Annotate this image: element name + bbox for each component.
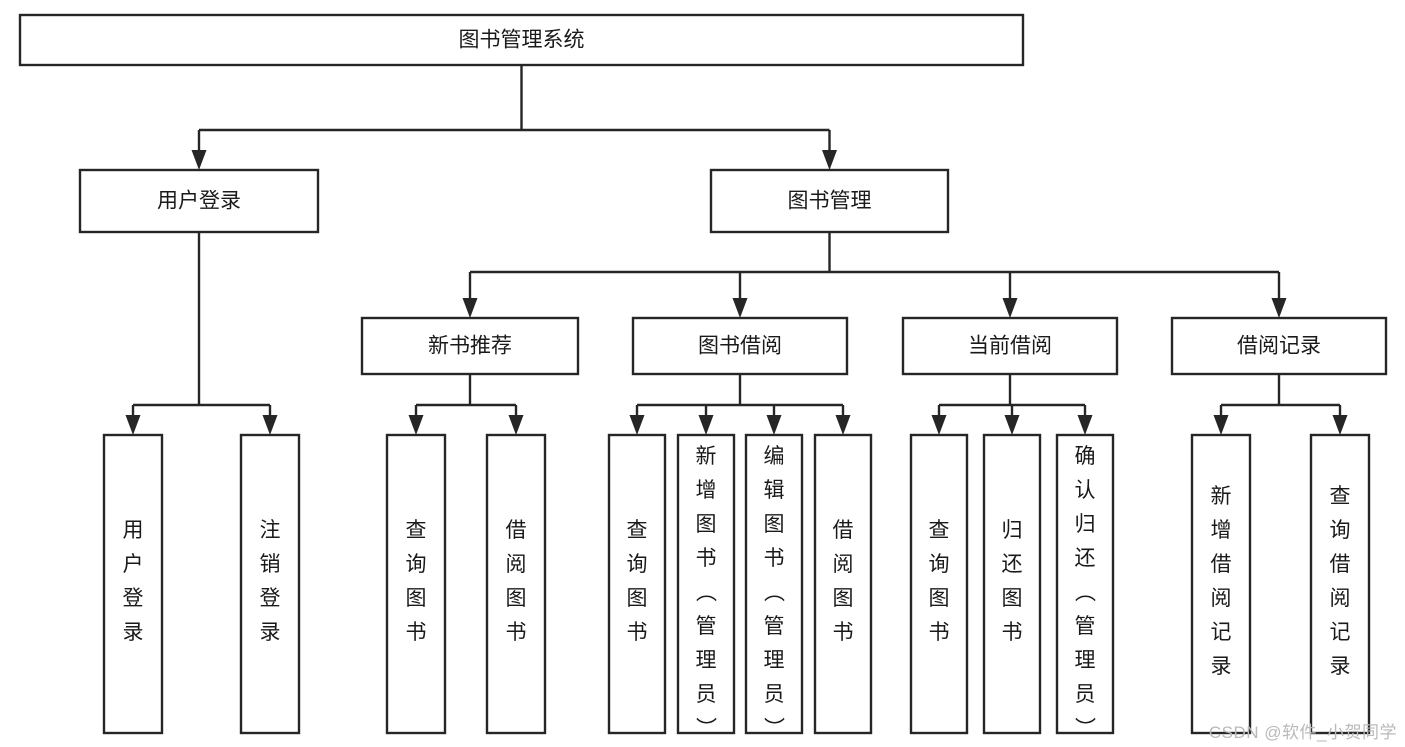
node-box[interactable] bbox=[909, 433, 969, 735]
arrow-head-icon bbox=[766, 415, 782, 435]
node-box[interactable] bbox=[360, 316, 580, 376]
node-user-login[interactable]: 用户登录 bbox=[78, 168, 320, 234]
node-label: 查询图书 bbox=[929, 519, 950, 644]
node-leaf-add-borrow-record[interactable]: 新增借阅记录 bbox=[1190, 433, 1252, 735]
node-leaf-query-book-recommend[interactable]: 查询图书 bbox=[385, 433, 447, 735]
arrow-head-icon bbox=[262, 415, 278, 435]
arrow-head-icon bbox=[629, 415, 645, 435]
arrow-head-icon bbox=[1332, 415, 1348, 435]
arrow-head-icon bbox=[1271, 298, 1287, 318]
node-label: 归还图书 bbox=[1002, 519, 1023, 644]
node-label: 新书推荐 bbox=[428, 335, 512, 358]
node-box[interactable] bbox=[607, 433, 667, 735]
arrow-head-icon bbox=[408, 415, 424, 435]
arrow-head-icon bbox=[125, 415, 141, 435]
node-box[interactable] bbox=[1190, 433, 1252, 735]
node-box[interactable] bbox=[78, 168, 320, 234]
node-label: 图书借阅 bbox=[698, 335, 782, 358]
node-leaf-query-book-current[interactable]: 查询图书 bbox=[909, 433, 969, 735]
arrow-head-icon bbox=[732, 298, 748, 318]
arrow-head-icon bbox=[835, 415, 851, 435]
node-label: 用户登录 bbox=[123, 519, 144, 644]
nodes-layer: 图书管理系统用户登录图书管理新书推荐图书借阅当前借阅借阅记录用户登录注销登录查询… bbox=[18, 13, 1388, 740]
arrow-head-icon bbox=[1002, 298, 1018, 318]
conn-userlogin-to-leaves bbox=[125, 232, 278, 435]
arrow-head-icon bbox=[191, 150, 207, 170]
node-label: 查询借阅记录 bbox=[1330, 485, 1351, 678]
node-box[interactable] bbox=[1055, 433, 1115, 735]
node-label: 新增图书（管理员） bbox=[696, 445, 718, 740]
node-book-management[interactable]: 图书管理 bbox=[709, 168, 950, 234]
node-label: 借阅图书 bbox=[506, 519, 527, 644]
node-box[interactable] bbox=[982, 433, 1042, 735]
node-label: 当前借阅 bbox=[968, 335, 1052, 358]
conn-record-to-leaves bbox=[1213, 374, 1348, 435]
arrow-head-icon bbox=[1004, 415, 1020, 435]
node-leaf-borrow-book-recommend[interactable]: 借阅图书 bbox=[485, 433, 547, 735]
arrow-head-icon bbox=[1077, 415, 1093, 435]
arrow-head-icon bbox=[462, 298, 478, 318]
node-label: 借阅记录 bbox=[1237, 335, 1321, 358]
node-label: 新增借阅记录 bbox=[1211, 485, 1232, 678]
arrow-head-icon bbox=[508, 415, 524, 435]
node-box[interactable] bbox=[1170, 316, 1388, 376]
node-box[interactable] bbox=[631, 316, 849, 376]
node-label: 确认归还（管理员） bbox=[1075, 445, 1097, 740]
node-label: 查询图书 bbox=[406, 519, 427, 644]
connectors-layer bbox=[125, 65, 1348, 435]
node-leaf-user-login[interactable]: 用户登录 bbox=[102, 433, 164, 735]
node-book-borrow[interactable]: 图书借阅 bbox=[631, 316, 849, 376]
node-label: 注销登录 bbox=[260, 519, 281, 644]
node-label: 图书管理系统 bbox=[459, 29, 585, 52]
node-box[interactable] bbox=[744, 433, 804, 735]
node-box[interactable] bbox=[18, 13, 1025, 67]
node-box[interactable] bbox=[813, 433, 873, 735]
node-label: 编辑图书（管理员） bbox=[764, 445, 786, 740]
node-root[interactable]: 图书管理系统 bbox=[18, 13, 1025, 67]
node-box[interactable] bbox=[485, 433, 547, 735]
arrow-head-icon bbox=[822, 150, 837, 170]
node-borrow-record[interactable]: 借阅记录 bbox=[1170, 316, 1388, 376]
conn-borrow-to-leaves bbox=[629, 374, 851, 435]
node-label: 图书管理 bbox=[788, 190, 872, 213]
node-label: 用户登录 bbox=[157, 190, 241, 213]
node-leaf-logout-login[interactable]: 注销登录 bbox=[239, 433, 301, 735]
conn-current-to-leaves bbox=[931, 374, 1093, 435]
node-label: 查询图书 bbox=[627, 519, 648, 644]
node-box[interactable] bbox=[901, 316, 1119, 376]
node-leaf-query-borrow-record[interactable]: 查询借阅记录 bbox=[1309, 433, 1371, 735]
node-box[interactable] bbox=[102, 433, 164, 735]
node-leaf-edit-book[interactable]: 编辑图书（管理员） bbox=[744, 433, 804, 740]
node-box[interactable] bbox=[709, 168, 950, 234]
node-current-borrow[interactable]: 当前借阅 bbox=[901, 316, 1119, 376]
arrow-head-icon bbox=[698, 415, 714, 435]
conn-bookmgmt-to-level3 bbox=[462, 232, 1287, 318]
node-leaf-borrow-book[interactable]: 借阅图书 bbox=[813, 433, 873, 735]
node-label: 借阅图书 bbox=[833, 519, 854, 644]
arrow-head-icon bbox=[1213, 415, 1229, 435]
conn-root-to-level2 bbox=[191, 65, 837, 170]
node-leaf-add-book[interactable]: 新增图书（管理员） bbox=[676, 433, 736, 740]
node-box[interactable] bbox=[676, 433, 736, 735]
node-box[interactable] bbox=[239, 433, 301, 735]
conn-recommend-to-leaves bbox=[408, 374, 524, 435]
node-leaf-query-book-borrow[interactable]: 查询图书 bbox=[607, 433, 667, 735]
node-leaf-confirm-return[interactable]: 确认归还（管理员） bbox=[1055, 433, 1115, 740]
node-leaf-return-book[interactable]: 归还图书 bbox=[982, 433, 1042, 735]
node-box[interactable] bbox=[385, 433, 447, 735]
node-box[interactable] bbox=[1309, 433, 1371, 735]
node-new-book-recommend[interactable]: 新书推荐 bbox=[360, 316, 580, 376]
arrow-head-icon bbox=[931, 415, 947, 435]
